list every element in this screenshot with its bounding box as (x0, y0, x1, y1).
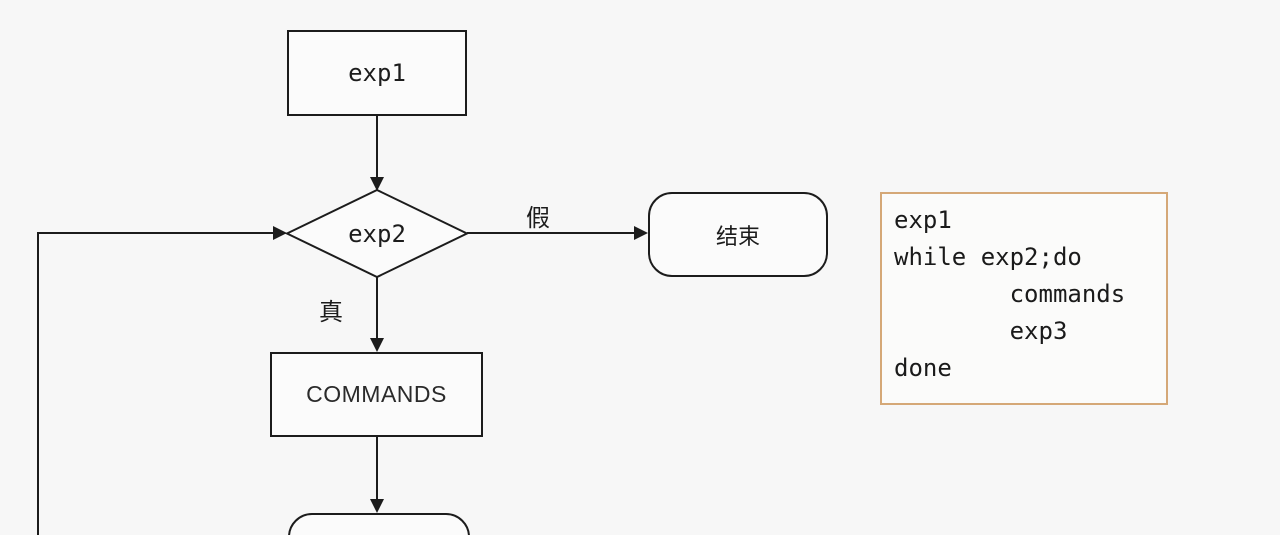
edge-false-line (467, 232, 635, 234)
edge-true-line (376, 277, 378, 339)
edge-false-arrowhead-icon (634, 226, 648, 240)
code-box: exp1 while exp2;do commands exp3 done (880, 192, 1168, 405)
node-exp1: exp1 (287, 30, 467, 116)
loop-back-line-horizontal (37, 232, 274, 234)
node-commands: COMMANDS (270, 352, 483, 437)
code-line: commands (894, 280, 1126, 308)
code-line: exp3 (894, 317, 1068, 345)
node-end-label: 结束 (715, 223, 760, 249)
node-exp1-label: exp1 (348, 59, 406, 87)
node-exp2-diamond-shape (285, 188, 469, 279)
node-next (288, 513, 470, 535)
edge-exp1-exp2-arrowhead-icon (370, 177, 384, 191)
node-exp2-label: exp2 (348, 219, 406, 248)
edge-label-false: 假 (526, 205, 550, 232)
loop-back-line-vertical (37, 232, 39, 535)
code-line: exp1 (894, 206, 952, 234)
code-line: done (894, 354, 952, 382)
edge-commands-next-line (376, 437, 378, 500)
edge-exp1-exp2-line (376, 116, 378, 178)
loop-back-arrowhead-icon (273, 226, 287, 240)
node-end: 结束 (648, 192, 828, 277)
edge-label-true: 真 (319, 299, 343, 326)
node-commands-label: COMMANDS (306, 381, 447, 407)
code-line: while exp2;do (894, 243, 1082, 271)
edge-commands-next-arrowhead-icon (370, 499, 384, 513)
edge-true-arrowhead-icon (370, 338, 384, 352)
